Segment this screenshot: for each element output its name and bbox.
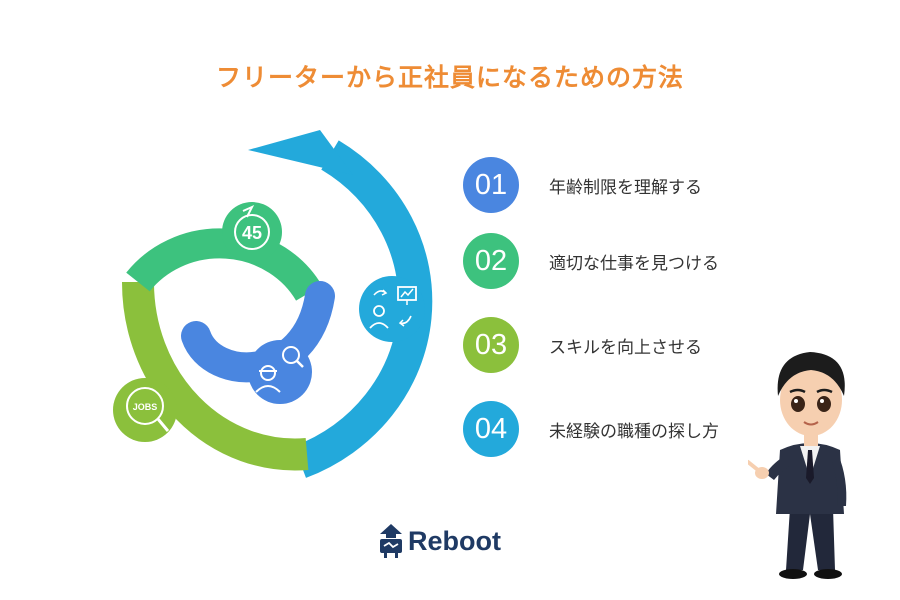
spiral-segment-02 <box>126 228 322 301</box>
spiral-diagram: 45 JOBS <box>113 130 433 478</box>
step-02: 02 適切な仕事を見つける <box>463 233 763 289</box>
page-title: フリーターから正社員になるための方法 <box>215 63 684 92</box>
step-number-badge: 04 <box>463 401 519 457</box>
age-45-text: 45 <box>242 223 262 243</box>
jobs-search-icon: JOBS <box>113 378 177 442</box>
step-label: 適切な仕事を見つける <box>549 254 719 274</box>
step-number-badge: 03 <box>463 317 519 373</box>
step-03: 03 スキルを向上させる <box>463 317 763 373</box>
logo-text: Reboot <box>408 526 501 556</box>
jobs-text: JOBS <box>133 402 158 412</box>
career-change-icon <box>359 276 425 342</box>
logo-mark-icon <box>380 524 402 558</box>
businessman-illustration <box>748 352 847 579</box>
spiral-segment-03 <box>121 281 309 471</box>
step-04: 04 未経験の職種の探し方 <box>463 401 763 457</box>
step-label: スキルを向上させる <box>549 338 702 358</box>
step-01: 01 年齢制限を理解する <box>463 157 763 213</box>
step-number-badge: 01 <box>463 157 519 213</box>
worker-search-icon <box>248 340 312 404</box>
step-number-badge: 02 <box>463 233 519 289</box>
arrowhead <box>248 130 353 175</box>
age-45-icon: 45 <box>222 202 282 262</box>
step-label: 年齢制限を理解する <box>549 178 702 198</box>
step-label: 未経験の職種の探し方 <box>549 422 719 442</box>
